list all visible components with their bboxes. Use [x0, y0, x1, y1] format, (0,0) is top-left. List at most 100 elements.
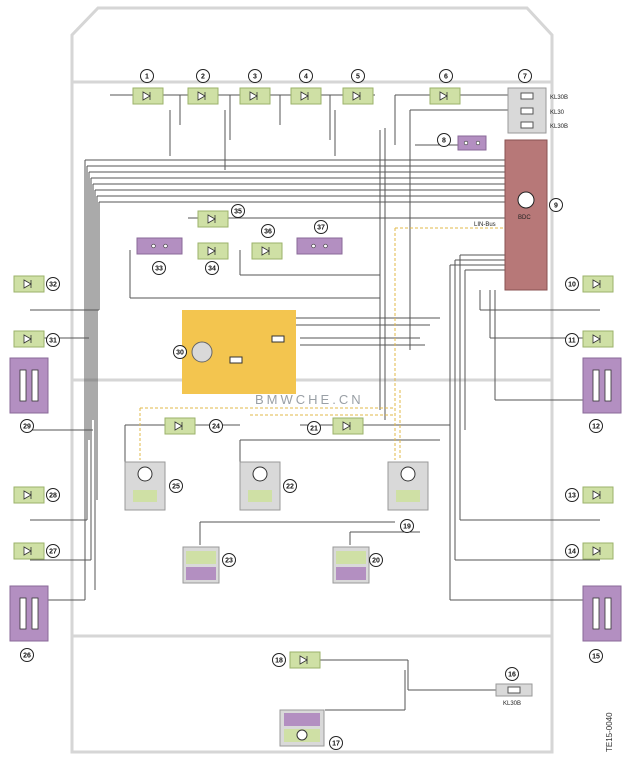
callout-20: 20 — [369, 553, 383, 567]
callout-number: 32 — [49, 282, 57, 289]
callout-number: 6 — [444, 74, 448, 81]
callout-9: 9 — [549, 198, 563, 212]
callout-number: 27 — [49, 549, 57, 556]
led-module — [429, 87, 461, 105]
callout-23: 23 — [222, 553, 236, 567]
transistor-icon — [517, 191, 535, 209]
callout-14: 14 — [565, 544, 579, 558]
fuse-label-1: KL30B — [550, 95, 568, 101]
callout-number: 37 — [317, 225, 325, 232]
callout-number: 5 — [356, 74, 360, 81]
callout-5: 5 — [351, 69, 365, 83]
callout-number: 8 — [442, 138, 446, 145]
led-block — [336, 551, 366, 564]
callout-33: 33 — [152, 261, 166, 275]
callout-number: 11 — [568, 338, 576, 345]
callout-25: 25 — [169, 479, 183, 493]
led-modules — [13, 87, 614, 669]
led-module — [239, 87, 271, 105]
led-icon — [23, 490, 32, 500]
callout-28: 28 — [46, 488, 60, 502]
switch-module — [457, 135, 487, 151]
led-icon — [592, 546, 601, 556]
led-module — [582, 275, 614, 293]
led-module — [187, 87, 219, 105]
callout-6: 6 — [439, 69, 453, 83]
led-module — [290, 87, 322, 105]
fuse-label-3: KL30B — [550, 124, 568, 130]
led-module — [289, 651, 321, 669]
led-icon — [142, 91, 151, 101]
switch-module — [582, 357, 622, 414]
watermark: BMWCHE.CN — [255, 392, 364, 407]
led-icon — [23, 546, 32, 556]
switch-module — [136, 237, 183, 255]
led-block — [396, 490, 420, 502]
callout-7: 7 — [518, 69, 532, 83]
fuse-icon — [507, 686, 521, 694]
callout-number: 12 — [592, 424, 600, 431]
callout-8: 8 — [437, 133, 451, 147]
switch-module — [9, 357, 49, 414]
callout-10: 10 — [565, 277, 579, 291]
callout-number: 25 — [172, 484, 180, 491]
callout-number: 19 — [403, 524, 411, 531]
callout-number: 4 — [304, 74, 308, 81]
callout-number: 21 — [310, 426, 318, 433]
led-module — [582, 330, 614, 348]
vehicle-outline — [70, 6, 554, 754]
callout-18: 18 — [272, 653, 286, 667]
motor-icon — [296, 729, 308, 741]
callout-22: 22 — [283, 479, 297, 493]
led-icon — [300, 91, 309, 101]
led-icon — [174, 421, 183, 431]
callout-1: 1 — [140, 69, 154, 83]
led-module — [342, 87, 374, 105]
callout-number: 13 — [568, 493, 576, 500]
callout-number: 3 — [253, 74, 257, 81]
callout-number: 2 — [201, 74, 205, 81]
callout-number: 23 — [225, 558, 233, 565]
led-icon — [592, 334, 601, 344]
led-block — [248, 490, 272, 502]
callout-11: 11 — [565, 333, 579, 347]
callout-15: 15 — [589, 649, 603, 663]
callout-30: 30 — [173, 345, 187, 359]
led-icon — [592, 490, 601, 500]
led-icon — [439, 91, 448, 101]
callout-number: 30 — [176, 350, 184, 357]
led-module — [132, 87, 164, 105]
callout-number: 31 — [49, 338, 57, 345]
led-module — [13, 542, 45, 560]
fuse-label-2: KL30 — [550, 110, 565, 116]
callout-13: 13 — [565, 488, 579, 502]
callout-number: 34 — [208, 266, 216, 273]
led-icon — [207, 246, 216, 256]
callout-number: 20 — [372, 558, 380, 565]
led-block — [133, 490, 157, 502]
led-module — [13, 330, 45, 348]
switch-block — [284, 713, 320, 726]
callout-31: 31 — [46, 333, 60, 347]
led-module — [582, 486, 614, 504]
led-icon — [299, 655, 308, 665]
switch-block — [186, 567, 216, 580]
led-module — [13, 275, 45, 293]
callout-34: 34 — [205, 261, 219, 275]
callout-number: 22 — [286, 484, 294, 491]
callout-2: 2 — [196, 69, 210, 83]
switch-module — [296, 237, 343, 255]
callout-number: 14 — [568, 549, 576, 556]
callout-number: 9 — [554, 203, 558, 210]
led-module — [251, 242, 283, 260]
led-icon — [342, 421, 351, 431]
callout-21: 21 — [307, 421, 321, 435]
resistor-icon — [271, 335, 285, 343]
led-icon — [23, 279, 32, 289]
led-block — [186, 551, 216, 564]
led-module — [197, 210, 229, 228]
callout-17: 17 — [329, 736, 343, 750]
led-icon — [249, 91, 258, 101]
switch-module — [582, 585, 622, 642]
